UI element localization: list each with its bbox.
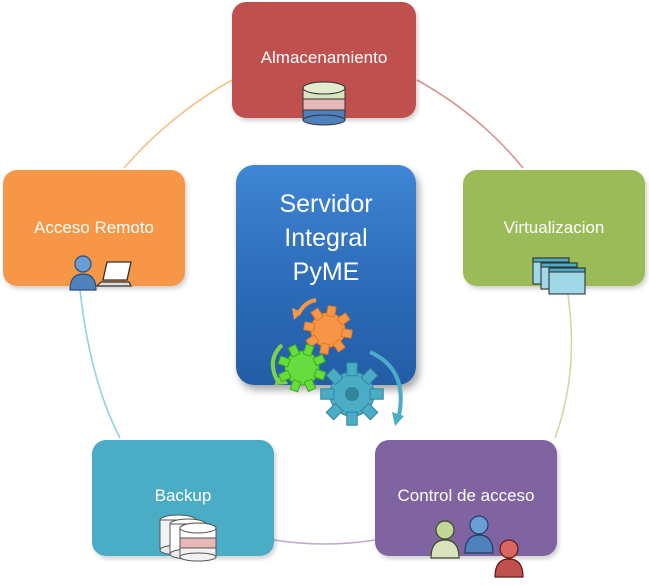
center-node: Servidor Integral PyME — [236, 165, 416, 385]
center-title-line-2: Integral — [284, 224, 368, 252]
node-almacenamiento: Almacenamiento — [232, 2, 416, 126]
node-backup-label: Backup — [154, 486, 212, 505]
node-virtualizacion-label: Virtualizacion — [503, 218, 605, 237]
database-icon — [302, 81, 346, 126]
center-title: Servidor Integral PyME — [236, 187, 416, 289]
gears-icon — [270, 298, 404, 426]
node-virtualizacion: Virtualizacion — [463, 170, 645, 295]
center-title-line-3: PyME — [292, 258, 360, 286]
users-icon — [430, 515, 524, 578]
node-control-de-acceso: Control de acceso — [375, 440, 557, 578]
node-acceso-remoto-label: Acceso Remoto — [34, 218, 154, 237]
node-backup: Backup — [92, 440, 274, 562]
node-almacenamiento-label: Almacenamiento — [260, 48, 388, 67]
windows-icon — [532, 257, 586, 295]
center-title-line-1: Servidor — [279, 190, 373, 218]
node-acceso-remoto: Acceso Remoto — [3, 170, 185, 291]
node-control-de-acceso-label: Control de acceso — [397, 486, 535, 505]
user-laptop-icon — [69, 255, 132, 291]
database-stack-icon — [159, 514, 217, 562]
